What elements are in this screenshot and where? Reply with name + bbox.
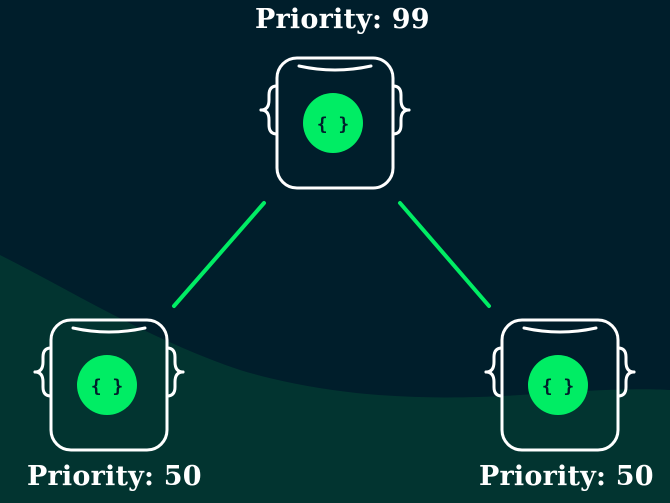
node-right-priority-label: Priority: 50: [479, 461, 654, 492]
curly-braces-icon: { }: [542, 376, 575, 397]
lower-green-band: [0, 255, 670, 503]
badge-circle: [528, 355, 588, 415]
node-right: { }: [480, 312, 640, 452]
node-top-priority-label: Priority: 99: [255, 4, 430, 35]
connector-top-right: [398, 201, 491, 308]
connector-top-left: [172, 201, 266, 308]
database-node-icon: { }: [259, 56, 411, 190]
badge-circle: [77, 355, 137, 415]
curly-braces-icon: { }: [91, 376, 124, 397]
badge-circle: [303, 93, 363, 153]
database-node-icon: { }: [33, 318, 185, 452]
node-left: { }: [29, 312, 189, 452]
node-left-priority-label: Priority: 50: [27, 461, 202, 492]
curly-braces-icon: { }: [317, 114, 350, 135]
database-node-icon: { }: [484, 318, 636, 452]
node-top: { }: [255, 50, 415, 190]
